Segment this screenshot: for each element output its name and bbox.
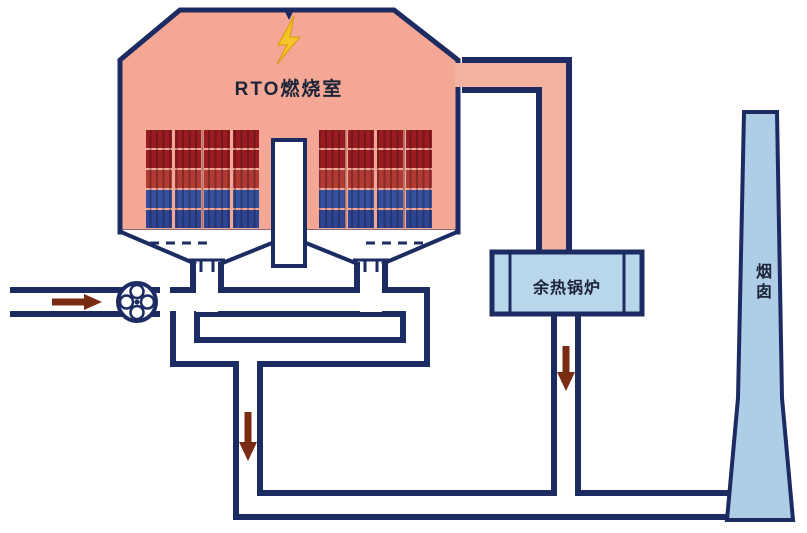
flame-icon <box>276 15 302 65</box>
waste-heat-boiler <box>489 249 645 317</box>
chamber-bottom <box>120 138 458 272</box>
center-channel <box>273 138 305 268</box>
combustion-chamber-label: RTO燃烧室 <box>234 79 344 100</box>
chimney-stack <box>724 110 796 522</box>
exhaust-duct-outline <box>233 352 760 520</box>
manifold-ring-interior <box>176 293 424 361</box>
right-hopper-wall <box>381 230 458 266</box>
left-hopper <box>123 230 271 262</box>
chimney-label: 烟囱 <box>753 263 770 303</box>
left-hopper-wall <box>120 230 197 266</box>
fan-blade <box>118 294 135 310</box>
boiler-shell <box>489 249 645 317</box>
stack-shell <box>724 110 796 522</box>
fan-blade <box>129 304 145 321</box>
hot-gas-duct-outline <box>462 57 572 252</box>
inlet-fan <box>116 281 158 323</box>
left-hopper-wall <box>219 241 273 266</box>
boiler-flow-arrowhead <box>557 372 575 391</box>
inlet-flow-arrowhead <box>84 294 102 310</box>
hot-gas-duct-interior <box>455 63 566 256</box>
ceramic-bed-right <box>319 130 432 228</box>
burner-nozzle <box>283 8 295 20</box>
exhaust-flow-arrowhead <box>239 442 257 461</box>
ceramic-bed-texture <box>319 130 432 228</box>
flow-arrows <box>52 294 575 461</box>
right-hopper-wall <box>305 241 359 266</box>
ceramic-bed-texture <box>146 130 259 228</box>
fan-blade <box>129 283 145 300</box>
exhaust-duct-interior <box>239 350 760 514</box>
rto-combustion-chamber <box>117 7 461 235</box>
pipes-interior <box>10 63 760 514</box>
ceramic-bed-left <box>146 130 259 228</box>
right-hopper <box>307 230 455 262</box>
fan-hub <box>134 299 140 305</box>
waste-heat-boiler-label: 余热锅炉 <box>532 280 602 297</box>
fan-blade <box>139 294 156 310</box>
